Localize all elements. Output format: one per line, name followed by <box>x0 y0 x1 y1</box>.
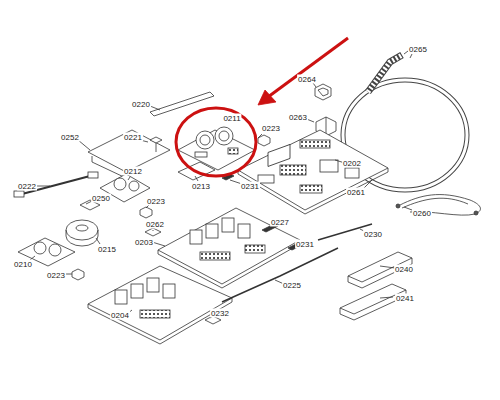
callout-number: 0222 <box>17 182 37 191</box>
callout-number: 0252 <box>60 133 80 142</box>
callout-number: 0241 <box>395 294 415 303</box>
callout-number: 0203 <box>134 238 154 247</box>
callout-number: 0250 <box>91 194 111 203</box>
callout-number: 0232 <box>210 309 230 318</box>
callout-number: 0223 <box>46 271 66 280</box>
callout-number: 0215 <box>97 245 117 254</box>
callout-number: 0230 <box>363 230 383 239</box>
callout-number: 0231 <box>240 182 260 191</box>
callout-number: 0240 <box>394 265 414 274</box>
callout-number: 0263 <box>288 113 308 122</box>
callout-number: 0225 <box>282 281 302 290</box>
callout-number: 0202 <box>342 159 362 168</box>
callout-number: 0204 <box>110 311 130 320</box>
callout-number: 0220 <box>131 100 151 109</box>
callout-number: 0265 <box>408 45 428 54</box>
callout-number: 0210 <box>13 260 33 269</box>
callout-number: 0227 <box>270 218 290 227</box>
callout-number: 0223 <box>261 124 281 133</box>
callout-number: 0262 <box>145 220 165 229</box>
callout-number: 0223 <box>146 197 166 206</box>
callout-number: 0264 <box>297 75 317 84</box>
callout-number: 0221 <box>123 133 143 142</box>
callout-number: 0213 <box>191 182 211 191</box>
callout-number: 0260 <box>412 209 432 218</box>
callout-number: 0211 <box>222 114 241 123</box>
callout-number: 0231 <box>295 240 315 249</box>
callout-number: 0261 <box>346 188 366 197</box>
callout-number: 0212 <box>123 167 143 176</box>
